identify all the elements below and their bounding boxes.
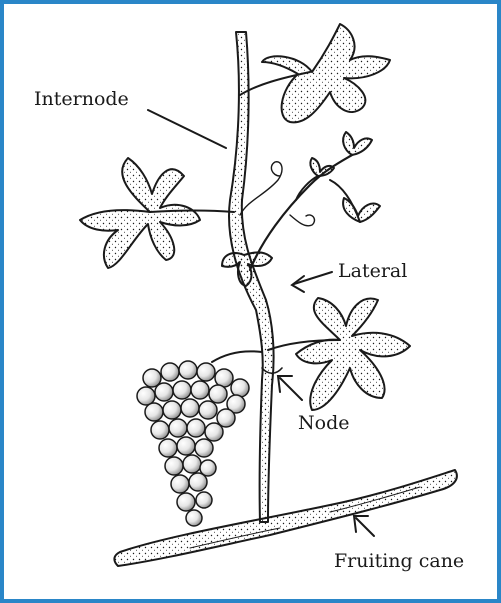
arrow-node	[280, 378, 302, 400]
label-lateral: Lateral	[338, 262, 407, 281]
leaf-tip-2	[310, 158, 334, 176]
label-fruiting-cane: Fruiting cane	[334, 552, 464, 571]
pointer-internode	[148, 110, 226, 148]
tendril-2	[290, 215, 314, 226]
leaf-tip-1	[343, 132, 372, 155]
leaf-left	[80, 158, 200, 268]
peduncle	[212, 351, 262, 362]
leaf-lower-right	[296, 298, 410, 410]
leaf-small-lateral	[222, 252, 272, 286]
leaf-tip-3	[343, 198, 380, 222]
arrow-fruiting-cane	[356, 518, 374, 536]
label-node: Node	[298, 414, 349, 433]
leaf-upper-right	[262, 24, 390, 122]
grape-cluster	[137, 361, 249, 526]
label-internode: Internode	[34, 90, 129, 109]
arrowhead-lateral	[292, 276, 304, 292]
